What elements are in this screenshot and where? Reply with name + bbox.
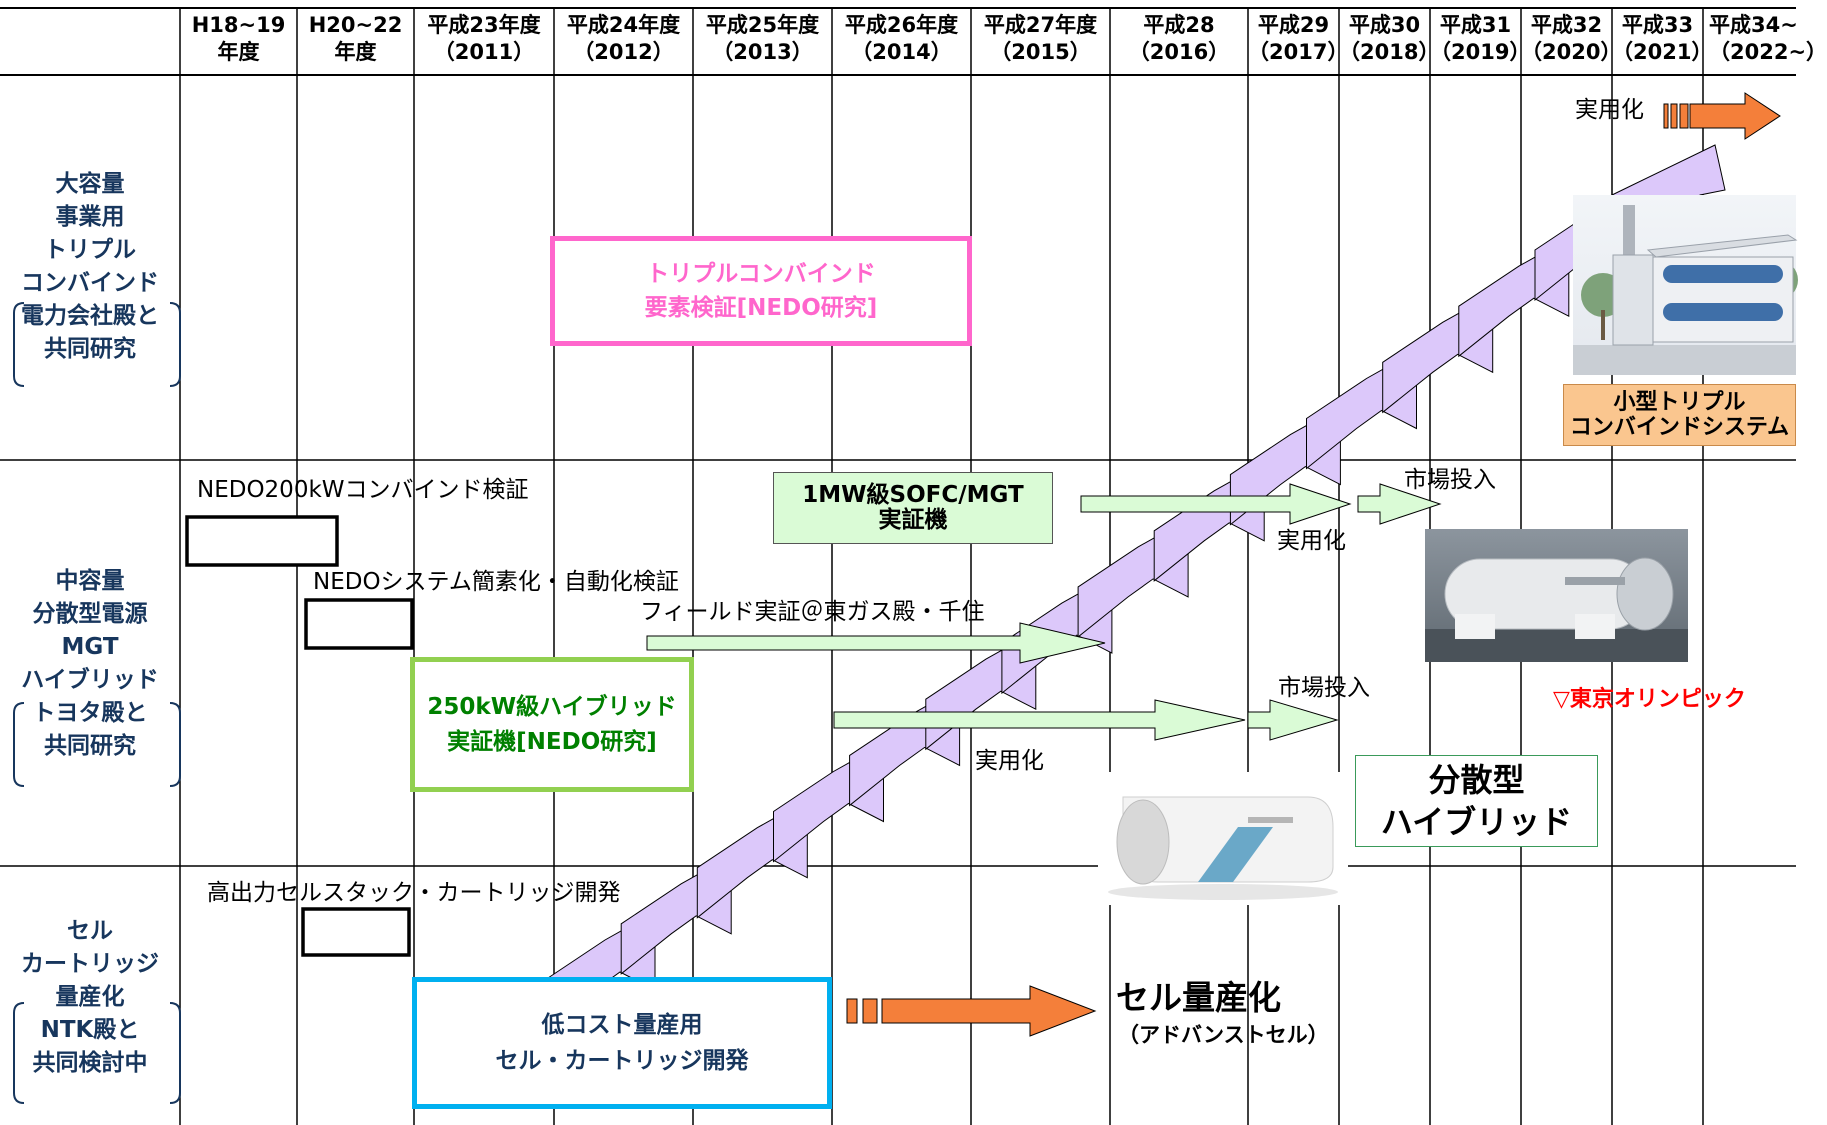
- orange-dash-4: [846, 998, 858, 1024]
- year-header-line2: （2016）: [1128, 40, 1230, 64]
- hybrid-flow-arrow: [833, 699, 1246, 741]
- jitsuyo-mid-label: 実用化: [975, 748, 1044, 774]
- empty-box-nedo-system: [304, 598, 414, 650]
- year-header-line1: H18~19: [191, 13, 286, 37]
- year-header-line2: （2021）: [1612, 40, 1713, 64]
- orange-bottom-arrow: [881, 985, 1097, 1037]
- year-header-line1: 平成33: [1621, 13, 1694, 37]
- year-header-line1: 平成28: [1143, 13, 1215, 37]
- bunsan-hybrid-box: 分散型ハイブリッド: [1355, 755, 1598, 847]
- year-header-line2: （2015）: [990, 40, 1091, 64]
- orange-dash-3: [1679, 103, 1689, 129]
- year-header-line1: 平成32: [1530, 13, 1603, 37]
- orange-dash-2: [1670, 103, 1678, 129]
- market-launch-label-1: 市場投入: [1404, 467, 1496, 493]
- year-header-cell: 平成34~ （2022~）: [1703, 12, 1827, 66]
- year-header-line2: （2019）: [1430, 40, 1531, 64]
- year-header-line2: （2018）: [1339, 40, 1440, 64]
- jitsuyo-top-label: 実用化: [1575, 97, 1644, 123]
- year-header-line1: 平成31: [1439, 13, 1512, 37]
- advanced-cell-label: （アドバンストセル）: [1118, 1023, 1329, 1047]
- year-header-line2: （2014）: [851, 40, 952, 64]
- year-header-cell: H20~22 年度: [297, 12, 414, 66]
- mw-market-arrow: [1357, 483, 1442, 525]
- year-header-line2: 年度: [334, 40, 377, 64]
- cell-mass-production-label: セル量産化: [1116, 978, 1281, 1017]
- year-header-cell: 平成26年度 （2014）: [832, 12, 971, 66]
- year-header-line2: 年度: [217, 40, 260, 64]
- year-header-cell: 平成28 （2016）: [1110, 12, 1248, 66]
- year-header-line1: 平成29: [1257, 13, 1330, 37]
- nedo200-label: NEDO200kWコンバインド検証: [197, 477, 529, 503]
- triple-system-photo: [1573, 195, 1798, 375]
- orange-dash-1: [1663, 103, 1669, 129]
- triple-combined-box: トリプルコンバインド要素検証[NEDO研究]: [550, 236, 972, 346]
- year-header-line2: （2011）: [433, 40, 535, 64]
- year-header-line1: H20~22: [308, 13, 403, 37]
- row-label-large-triple: 大容量事業用 トリプルコンバインド 電力会社殿と共同研究: [21, 171, 159, 362]
- mw-flow-arrow: [1080, 483, 1352, 525]
- empty-box-cell-stack: [301, 907, 411, 957]
- year-header-cell: 平成33 （2021）: [1612, 12, 1713, 66]
- hybrid-fc-photo-small: [1098, 772, 1348, 905]
- small-triple-system-label: 小型トリプルコンバインドシステム: [1563, 384, 1796, 446]
- year-header-line2: （2013）: [712, 40, 813, 64]
- year-header-line1: 平成25年度: [705, 13, 820, 37]
- hybrid-250kw-box: 250kW級ハイブリッド実証機[NEDO研究]: [410, 657, 694, 792]
- empty-box-nedo200: [185, 515, 339, 567]
- year-header-line1: 平成23年度: [427, 13, 541, 37]
- year-header-cell: 平成29 （2017）: [1248, 12, 1349, 66]
- orange-top-arrow: [1689, 92, 1781, 140]
- year-header-line2: （2012）: [573, 40, 674, 64]
- nedo-system-label: NEDOシステム簡素化・自動化検証: [313, 569, 679, 595]
- hybrid-fc-photo-large: [1425, 529, 1688, 662]
- field-flow-arrow: [646, 622, 1106, 664]
- year-header-cell: H18~19 年度: [180, 12, 297, 66]
- year-header-line1: 平成24年度: [566, 13, 681, 37]
- year-header-cell: 平成32 （2020）: [1521, 12, 1622, 66]
- year-header-cell: 平成31 （2019）: [1430, 12, 1531, 66]
- year-header-cell: 平成24年度 （2012）: [554, 12, 693, 66]
- year-header-cell: 平成27年度 （2015）: [971, 12, 1110, 66]
- year-header-line1: 平成27年度: [983, 13, 1098, 37]
- hybrid-market-arrow: [1247, 699, 1339, 741]
- field-demo-label: フィールド実証＠東ガス殿・千住: [640, 599, 985, 625]
- low-cost-cell-box: 低コスト量産用セル・カートリッジ開発: [412, 977, 832, 1109]
- orange-dash-5: [862, 998, 878, 1024]
- year-header-line1: 平成30: [1348, 13, 1421, 37]
- tokyo-olympic-marker: ▽東京オリンピック: [1553, 687, 1746, 712]
- year-header-cell: 平成23年度 （2011）: [414, 12, 554, 66]
- jitsuyo-mw-label: 実用化: [1277, 528, 1346, 554]
- year-header-line2: （2017）: [1248, 40, 1349, 64]
- market-launch-label-2: 市場投入: [1278, 675, 1370, 701]
- year-header-line1: 平成26年度: [844, 13, 959, 37]
- row-label-cell-cartridge: セルカートリッジ 量産化 NTK殿と共同検討中: [21, 918, 159, 1076]
- cell-stack-label: 高出力セルスタック・カートリッジ開発: [207, 880, 621, 906]
- year-header-cell: 平成30 （2018）: [1339, 12, 1440, 66]
- year-header-line2: （2020）: [1521, 40, 1622, 64]
- year-header-cell: 平成25年度 （2013）: [693, 12, 832, 66]
- year-header-line1: 平成34~: [1709, 13, 1798, 37]
- year-header-line2: （2022~）: [1709, 40, 1827, 64]
